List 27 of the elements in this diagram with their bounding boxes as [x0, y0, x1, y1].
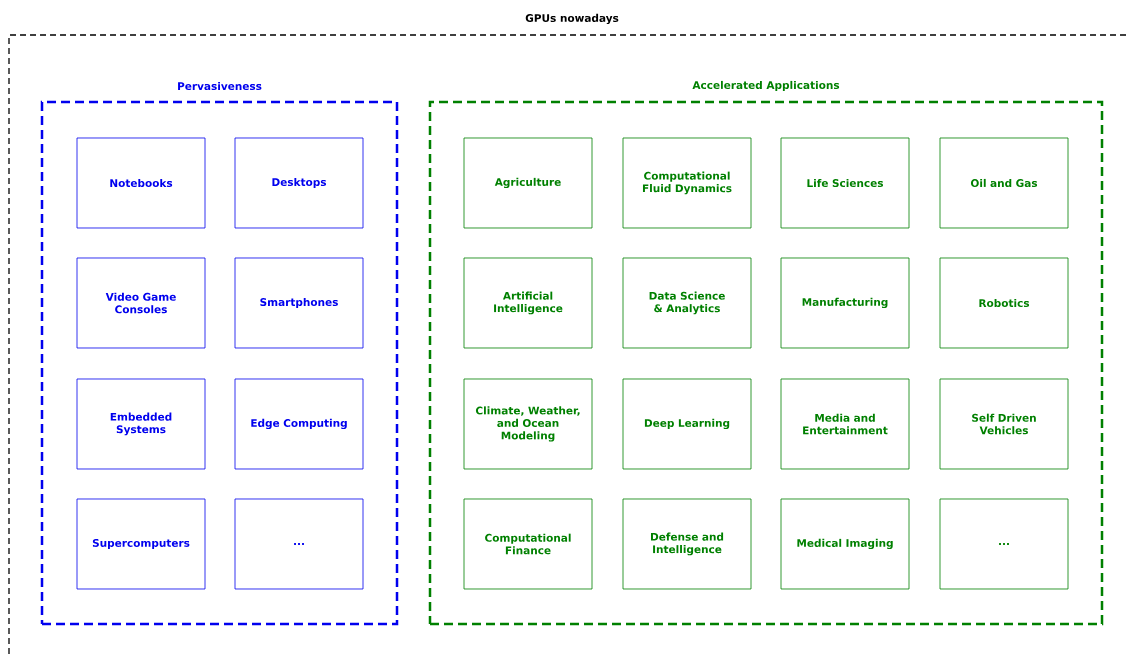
node-label: GPUs nowadays — [525, 13, 619, 25]
category-box: Supercomputers — [76, 498, 206, 590]
category-box: Artificial Intelligence — [463, 257, 593, 349]
category-box: Embedded Systems — [76, 378, 206, 470]
category-box: Deep Learning — [622, 378, 752, 470]
category-box: Computational Finance — [463, 498, 593, 590]
category-box: Agriculture — [463, 137, 593, 229]
category-box: Media and Entertainment — [780, 378, 910, 470]
category-box: Video Game Consoles — [76, 257, 206, 349]
node-label: Accelerated Applications — [692, 80, 840, 92]
category-box: Computational Fluid Dynamics — [622, 137, 752, 229]
category-box: Climate, Weather, and Ocean Modeling — [463, 378, 593, 470]
category-box: Robotics — [939, 257, 1069, 349]
category-box: ... — [939, 498, 1069, 590]
node-label: Pervasiveness — [178, 81, 262, 91]
category-box: Notebooks — [76, 137, 206, 229]
category-box: Desktops — [234, 137, 364, 229]
category-box: Self Driven Vehicles — [939, 378, 1069, 470]
category-box: Smartphones — [234, 257, 364, 349]
category-box: Defense and Intelligence — [622, 498, 752, 590]
category-box: ... — [234, 498, 364, 590]
category-box: Life Sciences — [780, 137, 910, 229]
category-box: Data Science & Analytics — [622, 257, 752, 349]
category-box: Edge Computing — [234, 378, 364, 470]
category-box: Manufacturing — [780, 257, 910, 349]
category-box: Oil and Gas — [939, 137, 1069, 229]
category-box: Medical Imaging — [780, 498, 910, 590]
